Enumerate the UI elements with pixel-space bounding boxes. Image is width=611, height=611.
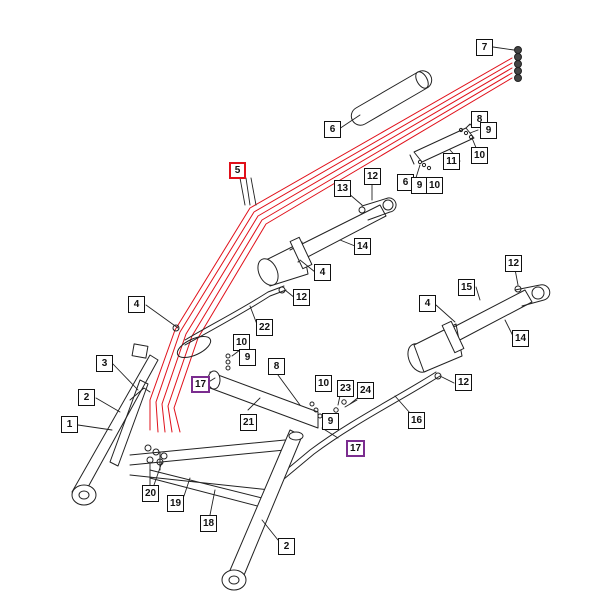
callout-19[interactable]: 19 (167, 495, 185, 512)
callout-9[interactable]: 9 (480, 122, 497, 139)
callout-7[interactable]: 7 (476, 39, 493, 56)
hoses-part-16 (279, 371, 441, 480)
cylinder-part-3 (109, 379, 151, 467)
callout-10[interactable]: 10 (315, 375, 333, 392)
callout-8[interactable]: 8 (268, 358, 285, 375)
callout-4[interactable]: 4 (314, 264, 331, 281)
callout-12[interactable]: 12 (455, 374, 473, 391)
cylinder-part-14-right (407, 284, 551, 380)
callout-24[interactable]: 24 (357, 382, 375, 399)
callout-9[interactable]: 9 (322, 413, 339, 430)
callout-17[interactable]: 17 (191, 376, 211, 393)
cross-tube-part-8 (207, 370, 319, 429)
callout-10[interactable]: 10 (471, 147, 489, 164)
callout-14[interactable]: 14 (512, 330, 530, 347)
lift-arm-part-2-right (221, 429, 304, 591)
callout-9[interactable]: 9 (411, 177, 428, 194)
callout-23[interactable]: 23 (337, 380, 355, 397)
callout-16[interactable]: 16 (408, 412, 426, 429)
callout-17[interactable]: 17 (346, 440, 366, 457)
callout-3[interactable]: 3 (96, 355, 113, 372)
callout-21[interactable]: 21 (240, 414, 258, 431)
callout-6[interactable]: 6 (324, 121, 341, 138)
lift-arm-part-2-left (71, 343, 159, 506)
fittings-part-20 (144, 444, 168, 466)
callout-12[interactable]: 12 (293, 289, 311, 306)
callout-20[interactable]: 20 (142, 485, 160, 502)
callout-14[interactable]: 14 (354, 238, 372, 255)
callout-4[interactable]: 4 (419, 295, 436, 312)
callout-18[interactable]: 18 (200, 515, 218, 532)
callout-10[interactable]: 10 (426, 177, 444, 194)
tube-part-6 (350, 70, 433, 126)
callout-12[interactable]: 12 (364, 168, 382, 185)
hose-clamp-part-4 (172, 324, 212, 359)
callout-13[interactable]: 13 (334, 180, 352, 197)
callout-22[interactable]: 22 (256, 319, 274, 336)
callout-12[interactable]: 12 (505, 255, 523, 272)
callout-11[interactable]: 11 (443, 153, 460, 170)
hose-part-22-b (184, 289, 287, 346)
bracket-part-11 (409, 123, 475, 165)
fasteners-upper (417, 127, 474, 171)
hose-part-22 (184, 285, 285, 341)
callout-2[interactable]: 2 (78, 389, 95, 406)
callout-15[interactable]: 15 (458, 279, 476, 296)
callout-4[interactable]: 4 (128, 296, 145, 313)
callout-2[interactable]: 2 (278, 538, 295, 555)
callout-1[interactable]: 1 (61, 416, 78, 433)
cylinder-part-14-left (257, 197, 397, 294)
callout-5[interactable]: 5 (229, 162, 246, 179)
hose-fittings-part-7 (514, 46, 522, 82)
callout-9[interactable]: 9 (239, 349, 256, 366)
